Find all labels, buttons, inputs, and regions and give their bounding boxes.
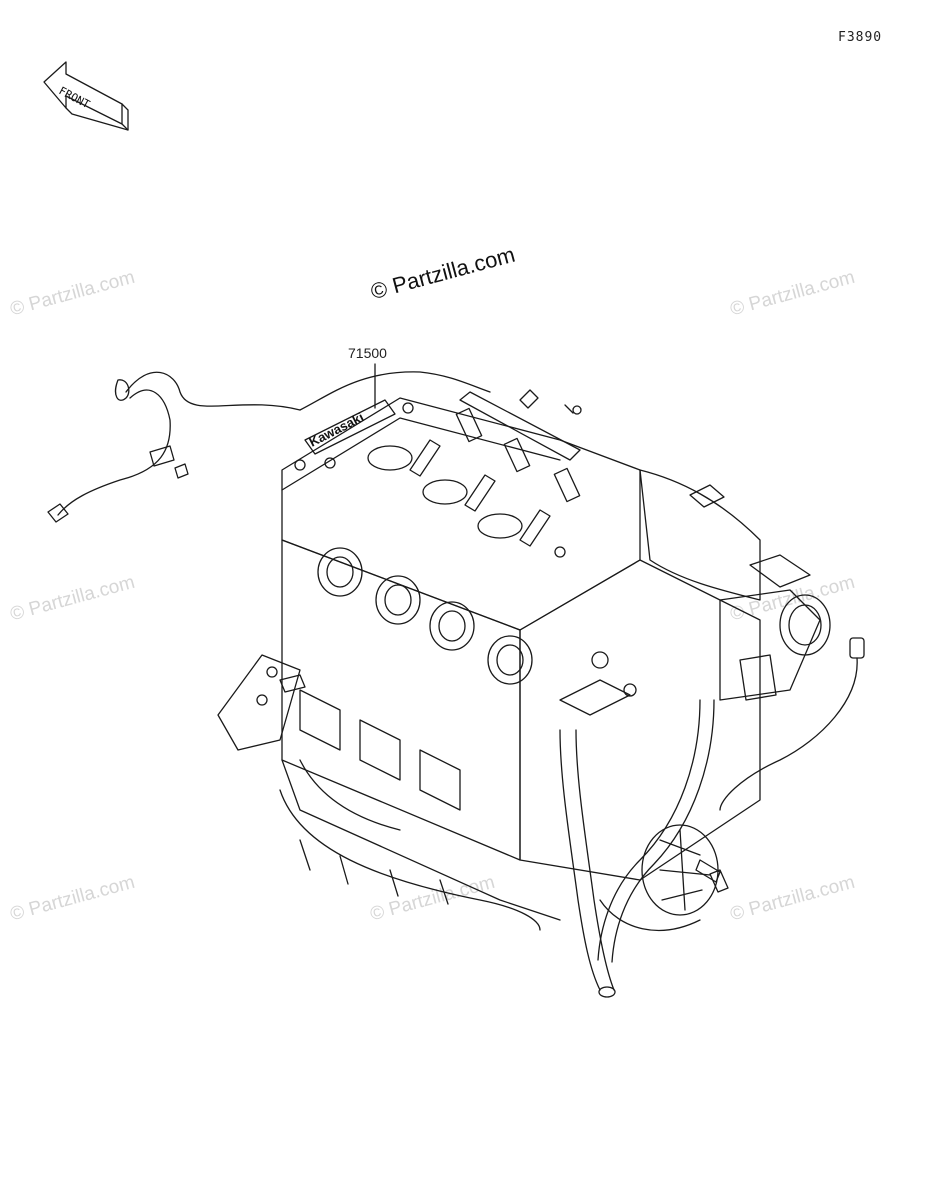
- engine-bracket: [217, 654, 306, 751]
- sensor-cable: [719, 637, 865, 811]
- figure-code: F3890: [838, 30, 883, 45]
- part-number-label[interactable]: 71500: [348, 345, 387, 361]
- oil-pan: [279, 789, 541, 931]
- engine-block: [281, 539, 761, 921]
- front-arrow-icon: FRONT: [43, 61, 129, 131]
- throttle-body: [639, 469, 831, 701]
- wiring-harness: [47, 371, 491, 523]
- fuel-rail: [455, 389, 582, 503]
- coolant-hose: [559, 699, 715, 998]
- drive-housing: [599, 824, 729, 932]
